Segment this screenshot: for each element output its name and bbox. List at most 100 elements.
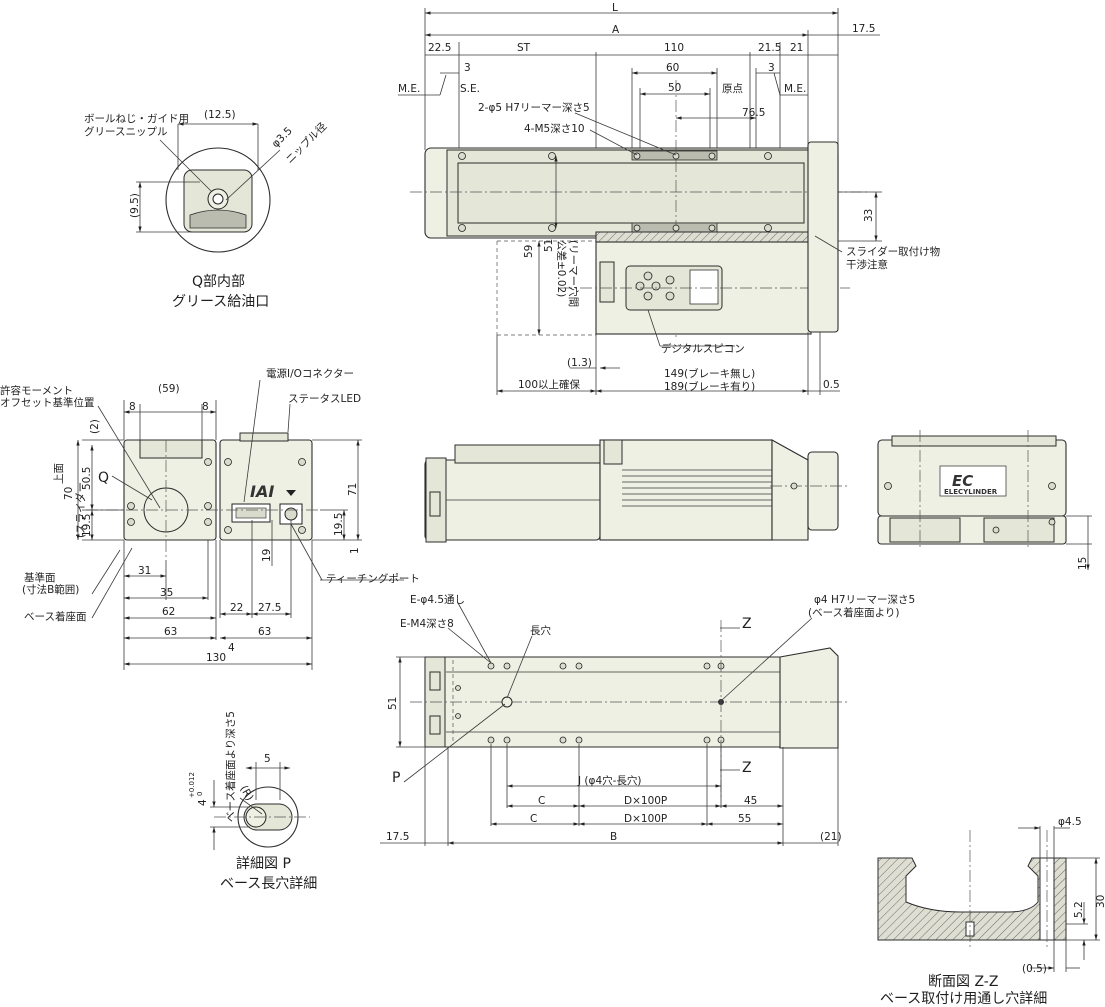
p-detail-caption-2: ベース長穴詳細 [220, 876, 317, 892]
label-moment-1: 許容モーメント [0, 384, 73, 397]
ec-logo: EC [952, 472, 973, 490]
dim-21-5: 21.5 [758, 42, 781, 54]
dim-71: 71 [347, 483, 359, 496]
dim-4: 4 [228, 642, 235, 654]
label-base-face-1: 基準面 [24, 571, 56, 584]
dim-62: 62 [162, 606, 175, 618]
side-view [424, 439, 850, 543]
q-detail-view [136, 122, 281, 253]
dim-17-5: 17.5 [852, 23, 875, 35]
label-power-connector: 電源I/Oコネクター [266, 367, 354, 380]
dim-D-100P-2: D×100P [624, 813, 667, 825]
label-teaching-port: ティーチングポート [326, 572, 420, 585]
dim-0-5: 0.5 [823, 379, 840, 391]
dim-bottom-21: (21) [820, 831, 842, 843]
label-nipple-diameter: ニップル径 [283, 119, 330, 166]
brand-label: ELECYLINDER [944, 488, 998, 496]
dim-D-100P-1: D×100P [624, 795, 667, 807]
label-m5-tap: 4-M5深さ10 [524, 123, 585, 135]
dim-zz-5-2: 5.2 [1073, 901, 1085, 918]
label-base-face-2: (寸法B範囲) [22, 583, 79, 596]
dim-149-no-brake: 149(ブレーキ無し) [664, 367, 755, 380]
end-view [76, 379, 404, 670]
dim-L: L [612, 2, 618, 14]
dim-p-tol-upper: +0.012 [188, 772, 196, 798]
label-q: Q [98, 470, 109, 486]
dim-15: 15 [1077, 557, 1089, 570]
q-detail-caption-1: Q部内部 [192, 274, 245, 290]
dim-50-5: 50.5 [81, 467, 93, 490]
dim-1: 1 [349, 547, 361, 554]
dim-76-5: 76.5 [742, 107, 765, 119]
dim-end-19-5-right: 19.5 [333, 513, 345, 536]
dim-50: 50 [668, 82, 681, 94]
dim-130: 130 [206, 652, 226, 664]
label-p-depth: ベース着座面より深さ5 [224, 711, 237, 822]
dim-zz-0-5: (0.5) [1022, 963, 1047, 975]
label-origin: 原点 [722, 83, 743, 95]
dim-51: 51 [543, 239, 555, 252]
dim-q-9-5: (9.5) [129, 193, 141, 218]
label-status-led: ステータスLED [288, 393, 361, 405]
dim-21: 21 [790, 42, 803, 54]
iai-logo: IAI [250, 482, 274, 501]
label-grease-nipple-1: ボールねじ・ガイド用 [84, 113, 189, 125]
dim-63-left: 63 [164, 626, 177, 638]
label-section-z-bottom: Z [742, 760, 752, 776]
label-phi4-ream-1: φ4 H7リーマー深さ5 [814, 594, 915, 606]
label-ream-hole: 2-φ5 H7リーマー深さ5 [478, 102, 590, 114]
label-digital-speed-controller: デジタルスピコン [661, 342, 745, 355]
dim-19: 19 [261, 549, 273, 562]
dim-55: 55 [738, 813, 751, 825]
label-moment-2: オフセット基準位置 [0, 396, 95, 409]
dim-110: 110 [664, 42, 684, 54]
dim-bottom-17-5: 17.5 [386, 831, 409, 843]
zz-caption-2: ベース取付け用通し穴詳細 [880, 991, 1047, 1007]
dim-27-5: 27.5 [258, 602, 281, 614]
dim-end-19-5-left: 19.5 [81, 514, 93, 537]
dim-8-left: 8 [129, 401, 136, 413]
dim-1-3: (1.3) [567, 357, 592, 369]
dim-22-5: 22.5 [428, 42, 451, 54]
dim-end-59: (59) [158, 383, 180, 395]
label-me-right: M.E. [784, 83, 806, 95]
label-ream-tolerance-2: 公差±0.02) [555, 240, 568, 297]
dim-189-brake: 189(ブレーキ有り) [664, 380, 755, 393]
dim-zz-30: 30 [1095, 895, 1105, 908]
dim-ST: ST [517, 42, 531, 54]
label-p: P [392, 770, 400, 786]
label-slot: 長穴 [530, 624, 551, 637]
dim-35: 35 [160, 587, 173, 599]
dim-8-right: 8 [202, 401, 209, 413]
mount-holes [455, 662, 725, 744]
dim-end-2: (2) [89, 419, 101, 434]
label-mount-face: ベース着座面 [24, 610, 86, 623]
dim-zz-phi-4-5: φ4.5 [1058, 816, 1082, 828]
label-me-left: M.E. [398, 83, 420, 95]
dim-3-left: 3 [464, 62, 471, 74]
label-slider-attach-1: スライダー取付け物 [846, 245, 940, 258]
label-e-m4: E-M4深さ8 [400, 618, 454, 630]
dim-45: 45 [744, 795, 757, 807]
dim-J: J (φ4穴-長穴) [577, 774, 642, 787]
label-phi4-ream-2: (ベース着座面より) [808, 606, 899, 619]
dim-60: 60 [666, 62, 679, 74]
top-view [398, 8, 882, 395]
dim-p-4: 4 [197, 799, 209, 806]
label-grease-nipple-2: グリースニップル [84, 125, 167, 138]
label-top-face: 上面 [53, 463, 65, 484]
label-e-phi-4-5: E-φ4.5通し [410, 594, 465, 606]
dim-33: 33 [863, 209, 875, 222]
label-ream-tolerance-1: (リーマー穴間 [567, 240, 580, 307]
dim-B: B [610, 831, 617, 843]
p-detail-view [210, 762, 310, 850]
front-view [877, 430, 1092, 570]
dim-q-12-5: (12.5) [204, 109, 236, 121]
dim-31: 31 [138, 565, 151, 577]
dim-100-min: 100以上確保 [518, 378, 581, 391]
heatsink-fins [622, 469, 772, 507]
dim-59: 59 [523, 245, 535, 258]
p-detail-caption-1: 詳細図 P [236, 856, 291, 872]
zz-caption-1: 断面図 Z-Z [928, 974, 998, 990]
